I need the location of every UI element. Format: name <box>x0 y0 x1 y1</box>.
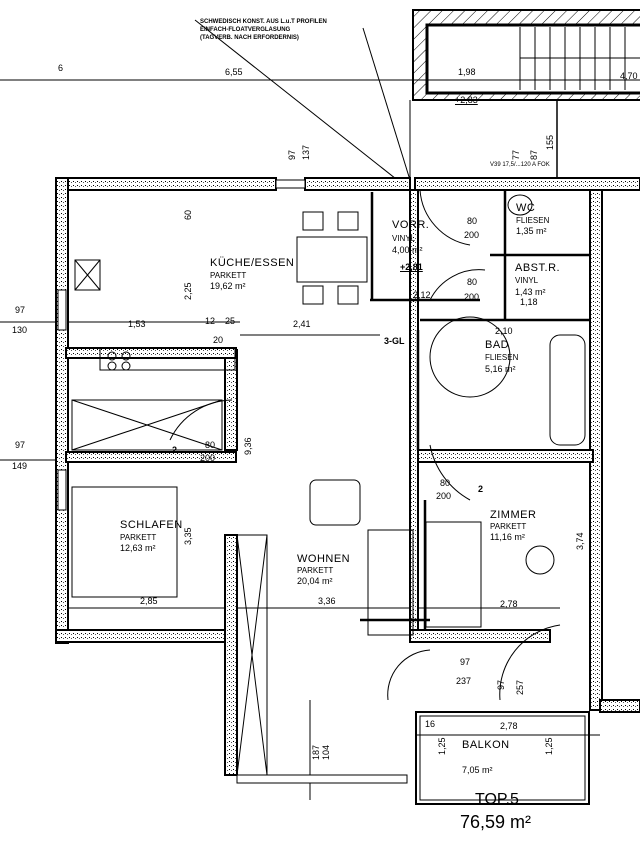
dimension: 25 <box>225 316 236 326</box>
partitions <box>360 190 590 630</box>
dimension: 2,12 <box>413 290 431 300</box>
room-name-kueche: KÜCHE/ESSEN <box>210 257 295 269</box>
construction-note-line-3: (TAGVERB. NACH ERFORDERNIS) <box>200 35 299 41</box>
dimension: 60 <box>183 209 193 220</box>
dimension: 80 <box>467 216 478 226</box>
dimension: 80 <box>440 478 451 488</box>
dimension: 20 <box>213 335 224 345</box>
dimension: 200 <box>464 292 480 302</box>
balcony <box>415 711 590 805</box>
stairwell <box>412 9 640 180</box>
room-floor-wc: FLIESEN <box>516 216 550 225</box>
windows <box>57 179 408 784</box>
room-area-zimmer: 11,16 m² <box>490 532 525 542</box>
dimension: 16 <box>425 719 436 729</box>
dimension: 3,36 <box>318 596 336 606</box>
dimension: 130 <box>12 325 28 335</box>
room-area-schlafen: 12,63 m² <box>120 543 156 553</box>
dimension: 1,25 <box>544 737 554 755</box>
room-name-wohnen: WOHNEN <box>297 553 351 565</box>
dimension: 97 <box>287 149 297 160</box>
unit-area: 76,59 m² <box>460 812 532 832</box>
room-area-balkon: 7,05 m² <box>462 765 493 775</box>
dimension: 2,78 <box>500 721 518 731</box>
dimension: 6,55 <box>225 67 243 77</box>
dimension: 97 <box>460 657 471 667</box>
dimension: 200 <box>464 230 480 240</box>
dimension: 237 <box>456 676 472 686</box>
construction-note-line-2: EINFACH-FLOATVERGLASUNG <box>200 27 291 33</box>
dimension: 12 <box>205 316 216 326</box>
dimension: 97 <box>15 305 26 315</box>
room-area-bad: 5,16 m² <box>485 364 516 374</box>
unit-label: TOP.5 <box>475 791 519 808</box>
stair-note: V39 17,5/...120 A FOK <box>490 162 550 168</box>
level-entry: +2,81 <box>400 262 423 272</box>
door-type-marker: 2 <box>172 445 178 455</box>
dimension: 200 <box>436 491 452 501</box>
room-floor-abst: VINYL <box>515 276 539 285</box>
room-floor-vorr: VINYL <box>392 234 416 243</box>
room-name-abst: ABST.R. <box>515 262 561 274</box>
room-name-zimmer: ZIMMER <box>490 509 537 521</box>
dimension: 1,98 <box>458 67 476 77</box>
dimension: 80 <box>467 277 478 287</box>
dimension: 149 <box>12 461 28 471</box>
dimension: 3,35 <box>183 527 193 545</box>
dimension: 6 <box>58 63 64 73</box>
room-floor-bad: FLIESEN <box>485 353 519 362</box>
dimension: 104 <box>321 744 331 760</box>
dimension-lines <box>0 19 640 800</box>
room-area-kueche: 19,62 m² <box>210 281 246 291</box>
dimension: 80 <box>205 440 216 450</box>
dimension: 97 <box>15 440 26 450</box>
level-stair: +2,83 <box>455 95 478 105</box>
dimension: 3,74 <box>575 532 585 550</box>
gl-marker: 3-GL <box>384 336 405 346</box>
dimension: 4,70 <box>620 71 638 81</box>
furniture <box>71 189 586 776</box>
dimension: 200 <box>200 453 216 463</box>
dimension: 77 <box>511 149 521 160</box>
dimension: 2,10 <box>495 326 513 336</box>
dimension: 1,53 <box>128 319 146 329</box>
room-name-vorr: VORR. <box>392 219 430 231</box>
dimension: 187 <box>311 744 321 760</box>
room-floor-kueche: PARKETT <box>210 271 247 280</box>
room-area-vorr: 4,00 m² <box>392 245 423 255</box>
dimension: 87 <box>529 149 539 160</box>
room-floor-wohnen: PARKETT <box>297 566 334 575</box>
door-type-marker: 2 <box>478 484 484 494</box>
construction-note-line-1: SCHWEDISCH KONST. AUS L.u.T PROFILEN <box>200 19 327 25</box>
room-area-wc: 1,35 m² <box>516 226 547 236</box>
room-floor-schlafen: PARKETT <box>120 533 157 542</box>
room-floor-zimmer: PARKETT <box>490 522 527 531</box>
dimension: 9,36 <box>243 437 253 455</box>
room-name-bad: BAD <box>485 339 510 351</box>
dimension: 2,85 <box>140 596 158 606</box>
dimension: 2,41 <box>293 319 311 329</box>
room-name-wc: WC <box>516 202 536 214</box>
dimension: 137 <box>301 144 311 160</box>
dimension: 2,78 <box>500 599 518 609</box>
room-name-balkon: BALKON <box>462 739 510 751</box>
dimension: 1,25 <box>437 737 447 755</box>
dimension: 257 <box>515 679 525 695</box>
room-area-wohnen: 20,04 m² <box>297 576 333 586</box>
dimension: 1,18 <box>520 297 538 307</box>
dimension: 97 <box>496 679 506 690</box>
dimension: 2,25 <box>183 282 193 300</box>
room-name-schlafen: SCHLAFEN <box>120 519 183 531</box>
dimension: 155 <box>545 134 555 150</box>
room-area-abst: 1,43 m² <box>515 287 546 297</box>
